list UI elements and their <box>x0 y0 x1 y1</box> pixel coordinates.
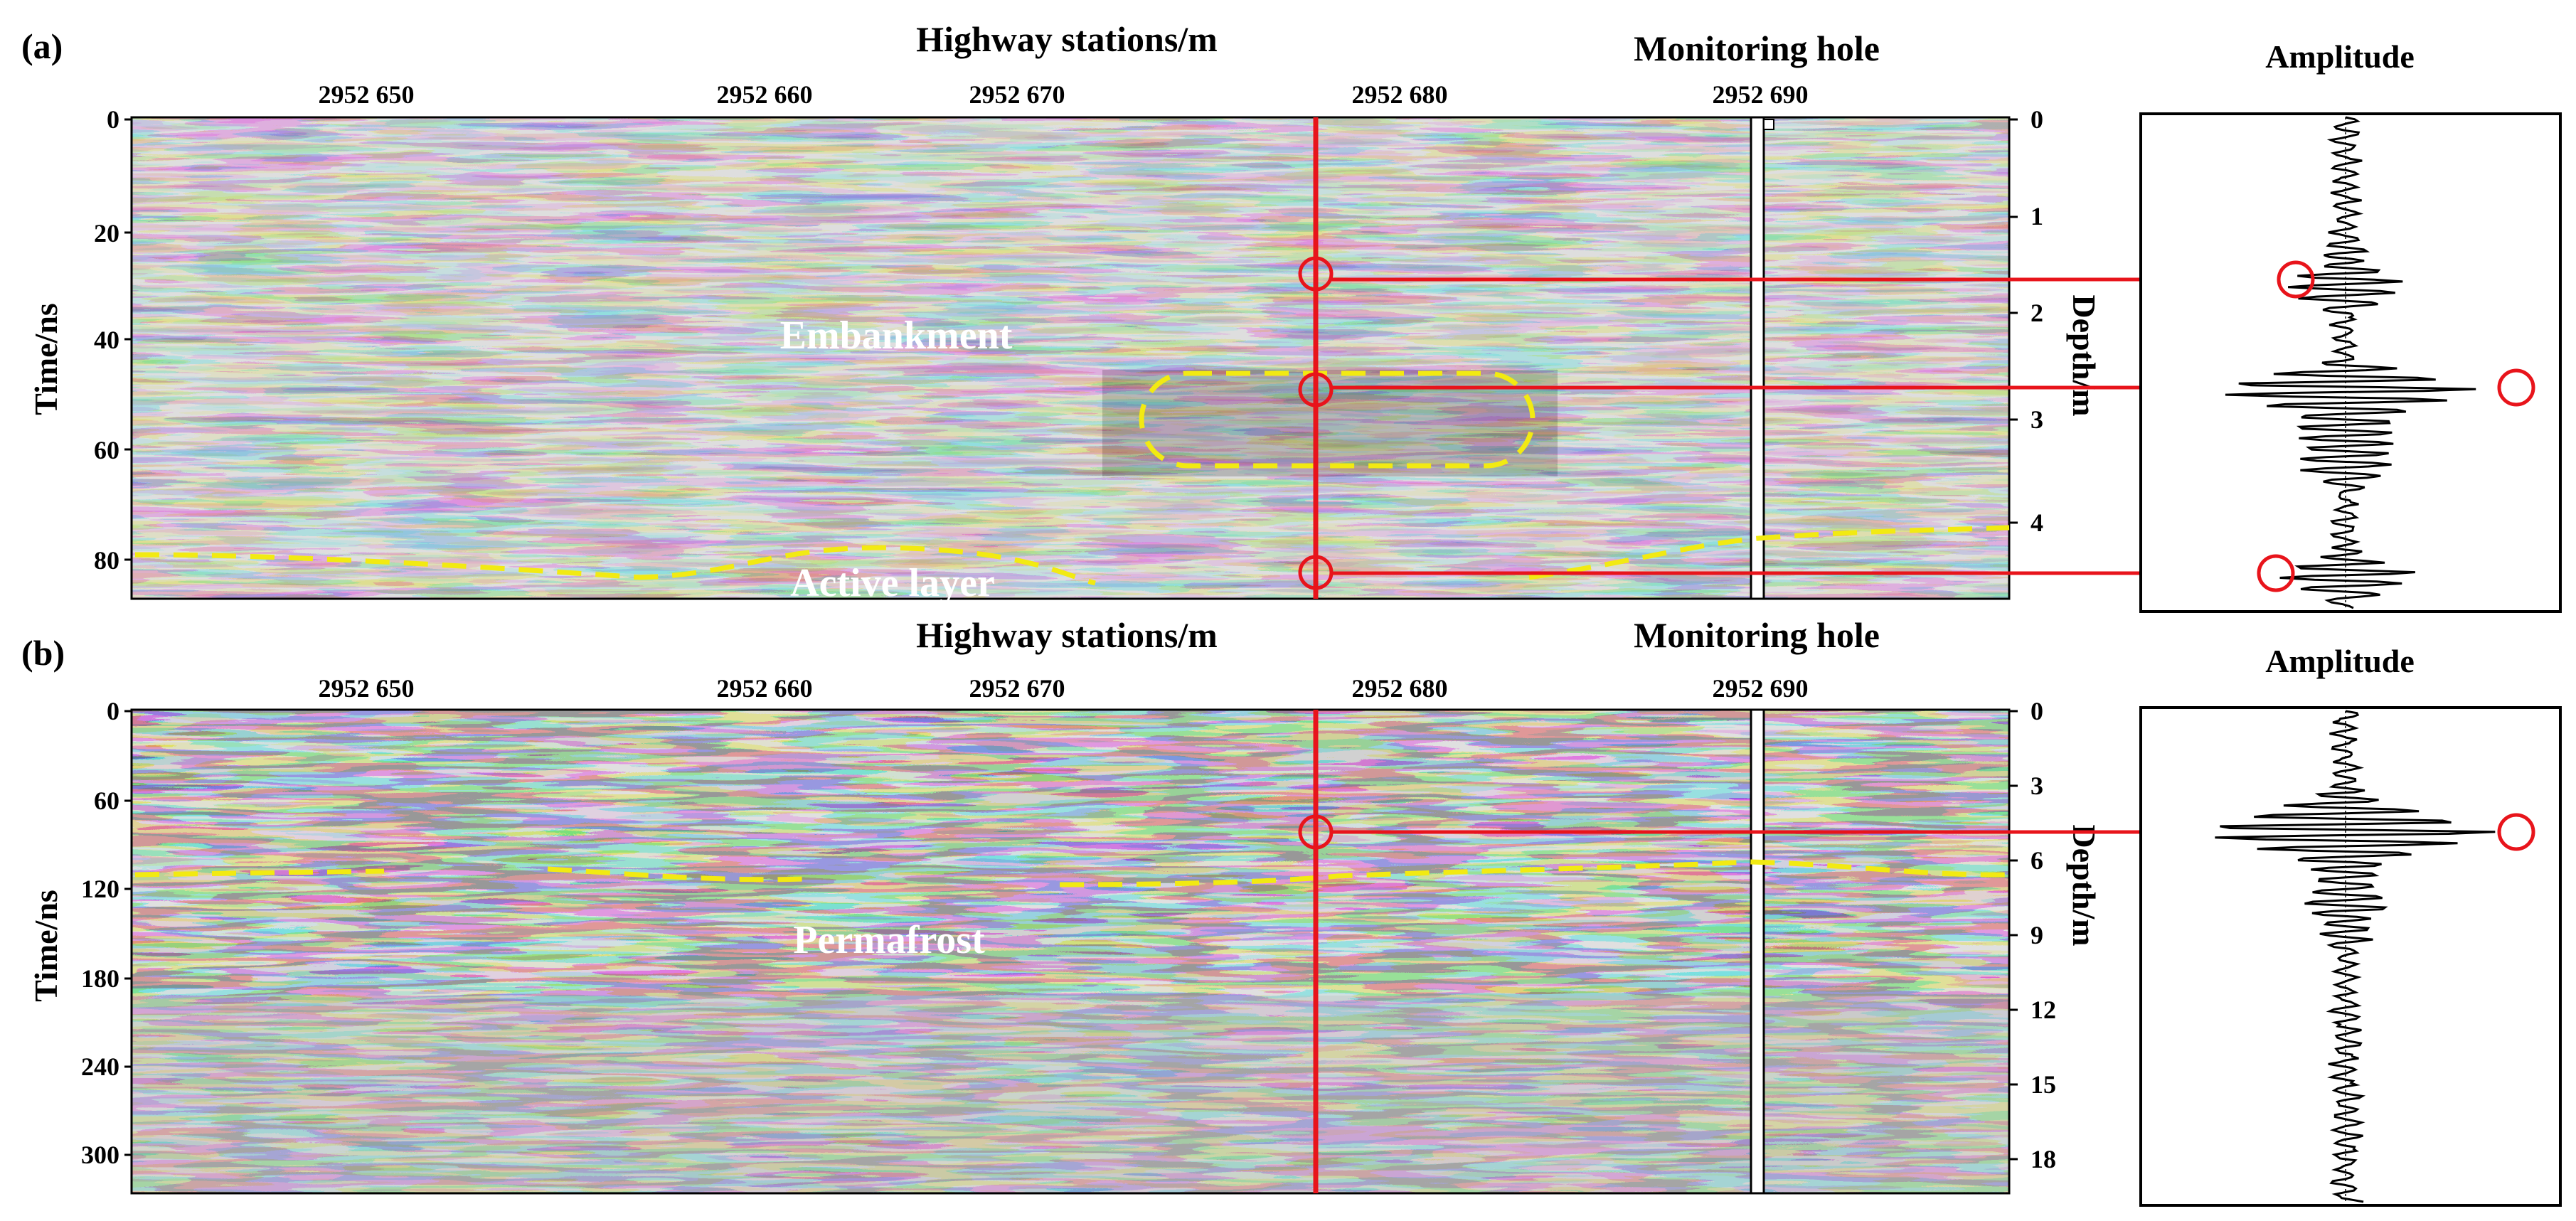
reflection-marker <box>1298 372 1334 407</box>
y-axis-title-left-b: Time/ns <box>28 890 64 1002</box>
y-tick-label: 0 <box>2031 697 2043 725</box>
y-tick-labels-right-a: 0 1 2 3 4 <box>2031 105 2043 537</box>
amplitude-marker <box>2497 813 2535 851</box>
monitoring-hole-b <box>1750 708 1765 1195</box>
x-tick-label: 2952 650 <box>319 80 415 109</box>
amplitude-marker <box>2497 368 2535 407</box>
x-tick-label: 2952 680 <box>1352 674 1448 703</box>
panel-label-a: (a) <box>21 26 63 66</box>
y-tick-label: 60 <box>94 787 119 815</box>
amplitude-trace-a <box>2225 116 2476 609</box>
y-tick-label: 300 <box>81 1141 119 1169</box>
y-tick-label: 3 <box>2031 405 2043 434</box>
y-tick-label: 6 <box>2031 846 2043 875</box>
monitoring-hole-label-b: Monitoring hole <box>1634 615 1880 655</box>
x-tick-label: 2952 680 <box>1352 80 1448 109</box>
y-tick-label: 60 <box>94 436 119 464</box>
y-tick-labels-right-b: 0 3 6 9 12 15 18 <box>2031 697 2056 1173</box>
y-tick-label: 18 <box>2031 1145 2056 1173</box>
x-axis-title-b: Highway stations/m <box>916 615 1218 655</box>
amplitude-marker <box>2277 260 2315 299</box>
amplitude-marker <box>2257 554 2295 592</box>
y-tick-label: 0 <box>2031 105 2043 134</box>
panel-label-b: (b) <box>21 633 65 673</box>
active-layer-label: Active layer <box>790 561 995 605</box>
y-tick-labels-left-b: 0 60 120 180 240 300 <box>81 697 119 1169</box>
amplitude-trace-b <box>2215 710 2496 1203</box>
x-tick-label: 2952 690 <box>1713 674 1809 703</box>
amplitude-title-a: Amplitude <box>2265 38 2415 75</box>
active-layer-interface-line-right-a <box>1528 525 2010 580</box>
monitoring-hole-a <box>1750 116 1765 600</box>
y-tick-label: 12 <box>2031 996 2056 1024</box>
x-tick-label: 2952 670 <box>969 80 1065 109</box>
radargram-b <box>130 708 2011 1195</box>
anomaly-ellipse-a <box>1139 370 1536 469</box>
amplitude-title-b: Amplitude <box>2265 643 2415 679</box>
reflection-marker <box>1298 256 1334 292</box>
y-tick-label: 4 <box>2031 508 2043 537</box>
y-tick-label: 180 <box>81 964 119 993</box>
radargram-a <box>130 116 2011 600</box>
panel-b: (b) Highway stations/m Monitoring hole 2… <box>21 615 2562 1207</box>
x-tick-label: 2952 650 <box>319 674 415 703</box>
monitoring-hole-label-a: Monitoring hole <box>1634 28 1880 68</box>
y-axis-title-right-a: Depth/m <box>2066 294 2102 416</box>
embankment-label: Embankment <box>780 314 1013 358</box>
y-tick-label: 1 <box>2031 202 2043 230</box>
x-tick-labels-a: 2952 650 2952 660 2952 670 2952 680 2952… <box>319 80 1809 109</box>
y-tick-label: 0 <box>107 697 119 725</box>
y-tick-labels-left-a: 0 20 40 60 80 <box>94 105 119 575</box>
y-tick-label: 40 <box>94 326 119 354</box>
y-tick-label: 120 <box>81 875 119 903</box>
y-tick-label: 240 <box>81 1052 119 1081</box>
y-tick-label: 2 <box>2031 299 2043 327</box>
amplitude-panel-a <box>2139 112 2562 613</box>
x-tick-label: 2952 660 <box>717 80 813 109</box>
y-axis-title-left-a: Time/ns <box>28 303 64 415</box>
panel-a: (a) Highway stations/m Monitoring hole 2… <box>21 19 2562 613</box>
y-tick-label: 20 <box>94 219 119 247</box>
x-tick-label: 2952 660 <box>717 674 813 703</box>
permafrost-label: Permafrost <box>793 918 985 962</box>
amplitude-panel-b <box>2139 706 2562 1207</box>
y-tick-label: 9 <box>2031 921 2043 949</box>
x-axis-title-a: Highway stations/m <box>916 19 1218 59</box>
y-tick-label: 15 <box>2031 1070 2056 1099</box>
y-tick-label: 3 <box>2031 772 2043 800</box>
y-tick-label: 0 <box>107 105 119 134</box>
permafrost-interface-line-b <box>134 859 2010 887</box>
y-tick-label: 80 <box>94 546 119 575</box>
x-tick-labels-b: 2952 650 2952 660 2952 670 2952 680 2952… <box>319 674 1809 703</box>
x-tick-label: 2952 690 <box>1713 80 1809 109</box>
x-tick-label: 2952 670 <box>969 674 1065 703</box>
y-axis-title-right-b: Depth/m <box>2066 824 2102 946</box>
